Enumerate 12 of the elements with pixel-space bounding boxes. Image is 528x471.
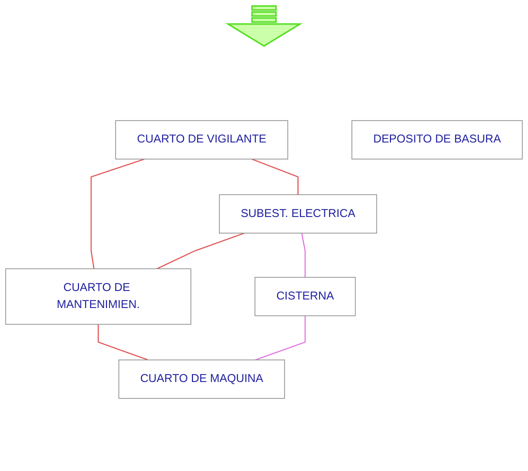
node-box: CUARTO DE MAQUINA [118,360,285,399]
node-box: CUARTO DE VIGILANTE [115,120,288,160]
connector [90,158,144,269]
connector [98,324,148,360]
node-box: CUARTO DE MANTENIMIEN. [5,268,192,325]
connector [301,233,306,278]
node-box: SUBEST. ELECTRICA [219,194,378,234]
connector [156,232,244,270]
connector [252,158,299,195]
connector [255,316,306,360]
node-box: DEPOSITO DE BASURA [352,120,523,160]
node-box: CISTERNA [254,276,356,316]
